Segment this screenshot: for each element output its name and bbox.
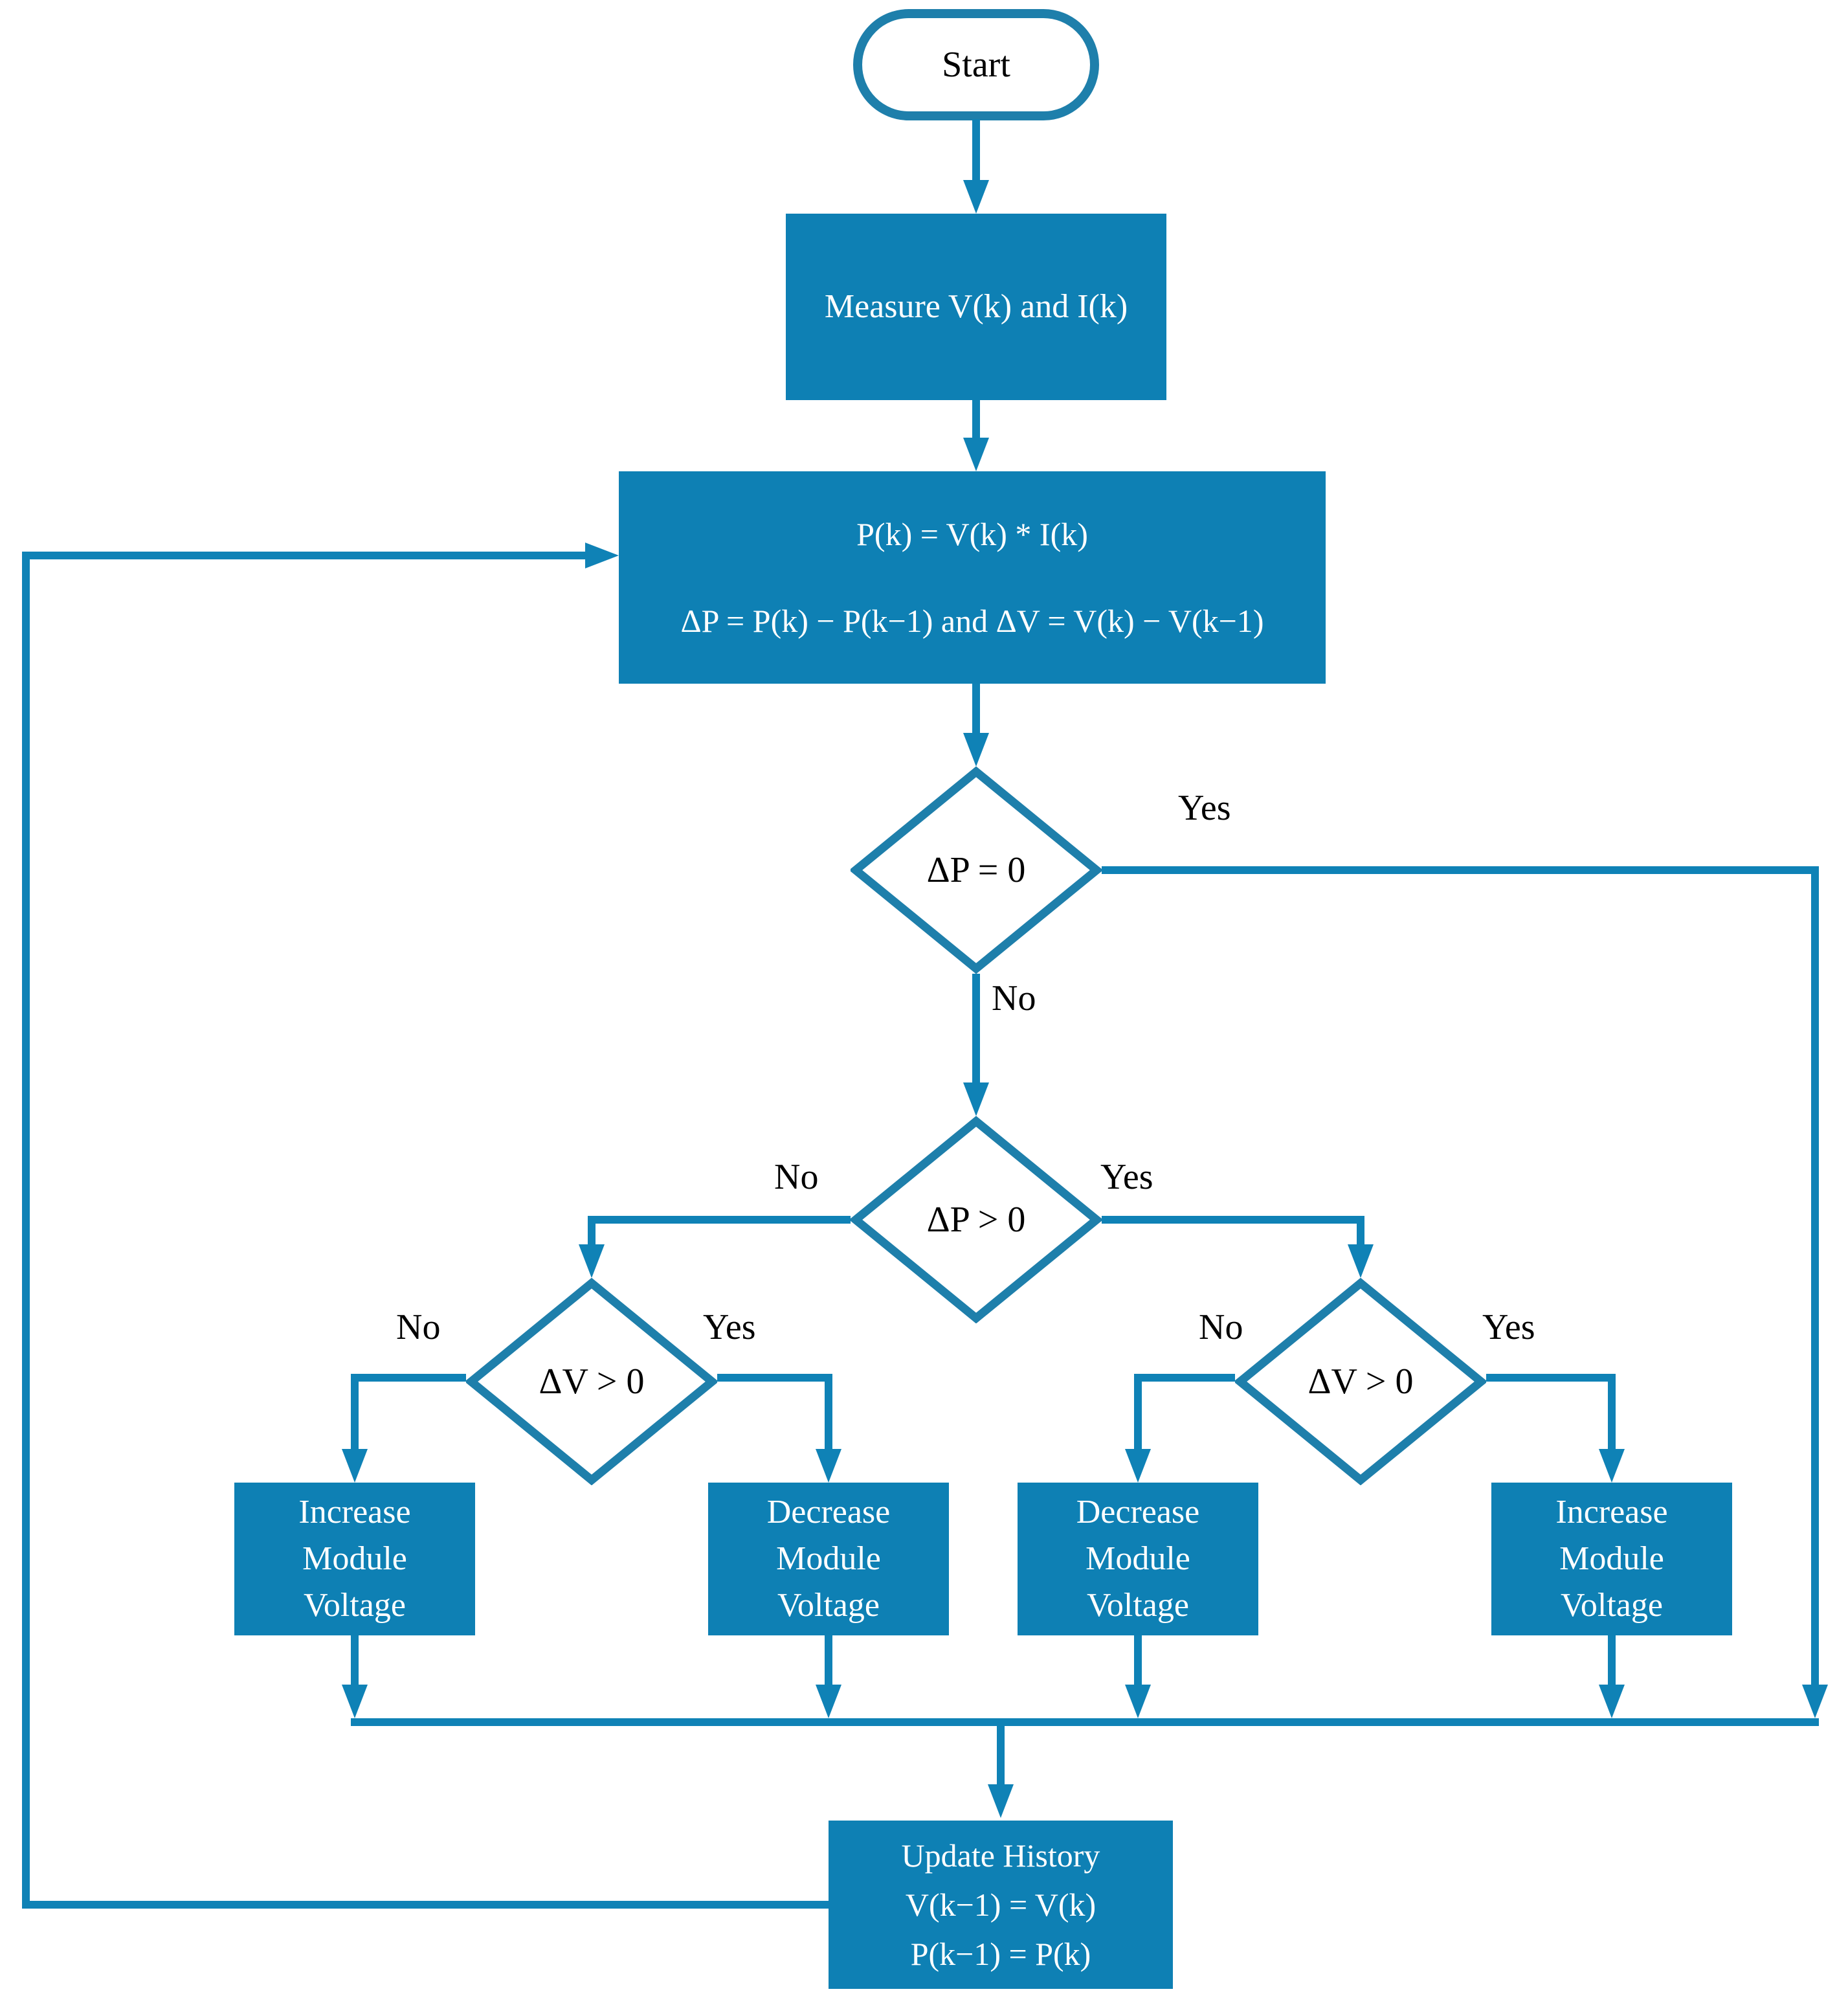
decision-dv-right: ΔV > 0	[1235, 1278, 1486, 1485]
diamond-shape	[1235, 1278, 1486, 1485]
action-line: Voltage	[1561, 1587, 1663, 1624]
edge-dppos-yes-horizontal	[1102, 1216, 1361, 1224]
edge-action2-merge	[825, 1635, 832, 1685]
compute-line-1: P(k) = V(k) * I(k)	[856, 516, 1088, 553]
measure-label: Measure V(k) and I(k)	[824, 288, 1128, 325]
action-box-increase-voltage-1: Increase Module Voltage	[234, 1483, 475, 1635]
edge-dpzero-no	[972, 974, 980, 1082]
edge-measure-compute	[972, 400, 980, 438]
edge-dppos-no-horizontal	[592, 1216, 851, 1224]
edge-merge-update	[997, 1726, 1005, 1784]
action-line: Module	[776, 1540, 881, 1577]
edge-label-dv-right-no: No	[1199, 1307, 1243, 1347]
diamond-shape	[851, 1116, 1102, 1323]
arrowhead-action2-merge-icon	[816, 1685, 841, 1718]
arrowhead-merge-update-icon	[988, 1784, 1014, 1818]
action-line: Decrease	[766, 1494, 891, 1531]
merge-line	[351, 1718, 1819, 1726]
edge-label-dp-zero-yes: Yes	[1178, 788, 1231, 828]
edge-label-dv-right-yes: Yes	[1482, 1307, 1535, 1347]
dp-pos-label: ΔP > 0	[926, 1200, 1026, 1240]
edge-action3-merge	[1134, 1635, 1142, 1685]
edge-dpzero-yes-horizontal	[1102, 866, 1819, 874]
arrowhead-dvright-no-icon	[1125, 1449, 1151, 1483]
arrowhead-dpzero-yes-icon	[1802, 1685, 1828, 1718]
decision-dp-pos: ΔP > 0	[851, 1116, 1102, 1323]
dv-right-label: ΔV > 0	[1308, 1362, 1414, 1402]
compute-line-2: ΔP = P(k) − P(k−1) and ΔV = V(k) − V(k−1…	[680, 602, 1264, 639]
edge-label-dp-zero-no: No	[992, 978, 1036, 1018]
update-history-line: Update History	[901, 1837, 1100, 1874]
edge-label-dp-pos-no: No	[774, 1157, 819, 1197]
dp-zero-label: ΔP = 0	[926, 850, 1026, 890]
start-label: Start	[942, 45, 1010, 85]
arrowhead-action4-merge-icon	[1599, 1685, 1625, 1718]
action-box-increase-voltage-2: Increase Module Voltage	[1491, 1483, 1732, 1635]
edge-dppos-no-vertical	[588, 1216, 596, 1244]
edge-dpzero-yes-vertical	[1811, 866, 1819, 1685]
feedback-left-vertical	[22, 552, 30, 1909]
edge-label-dp-pos-yes: Yes	[1100, 1157, 1153, 1197]
arrowhead-dvleft-no-icon	[342, 1449, 368, 1483]
action-line: Decrease	[1076, 1494, 1200, 1531]
measure-process-box: Measure V(k) and I(k)	[786, 214, 1166, 400]
diamond-shape	[851, 767, 1102, 974]
dv-left-label: ΔV > 0	[539, 1362, 645, 1402]
update-history-line: P(k−1) = P(k)	[910, 1936, 1091, 1972]
edge-compute-dpzero	[972, 684, 980, 733]
action-line: Voltage	[304, 1587, 406, 1624]
action-line: Module	[1085, 1540, 1190, 1577]
arrowhead-action1-merge-icon	[342, 1685, 368, 1718]
edge-dvleft-no-horizontal	[355, 1374, 466, 1382]
arrowhead-dppos-no-icon	[579, 1244, 605, 1278]
arrowhead-dvright-yes-icon	[1599, 1449, 1625, 1483]
action-line: Increase	[298, 1494, 411, 1531]
arrowhead-feedback-compute-icon	[585, 543, 619, 568]
diamond-shape	[466, 1278, 717, 1485]
edge-dvleft-yes-horizontal	[717, 1374, 829, 1382]
arrowhead-dvleft-yes-icon	[816, 1449, 841, 1483]
action-line: Module	[1559, 1540, 1664, 1577]
arrowhead-action3-merge-icon	[1125, 1685, 1151, 1718]
edge-dvleft-no-vertical	[351, 1374, 359, 1449]
arrowhead-start-measure-icon	[963, 180, 989, 214]
arrowhead-dpzero-no-icon	[963, 1082, 989, 1116]
feedback-bottom-horizontal	[26, 1901, 829, 1909]
action-box-decrease-voltage-1: Decrease Module Voltage	[708, 1483, 949, 1635]
edge-label-dv-left-yes: Yes	[703, 1307, 756, 1347]
compute-process-box: P(k) = V(k) * I(k) ΔP = P(k) − P(k−1) an…	[619, 471, 1326, 684]
action-line: Module	[302, 1540, 407, 1577]
action-line: Increase	[1555, 1494, 1668, 1531]
action-line: Voltage	[1087, 1587, 1189, 1624]
arrowhead-compute-dpzero-icon	[963, 733, 989, 767]
action-line: Voltage	[777, 1587, 880, 1624]
decision-dp-zero: ΔP = 0	[851, 767, 1102, 974]
edge-dvleft-yes-vertical	[825, 1374, 832, 1449]
feedback-top-horizontal	[22, 552, 585, 559]
edge-dvright-no-vertical	[1134, 1374, 1142, 1449]
action-box-decrease-voltage-2: Decrease Module Voltage	[1018, 1483, 1258, 1635]
arrowhead-dppos-yes-icon	[1348, 1244, 1374, 1278]
edge-action4-merge	[1608, 1635, 1616, 1685]
edge-dppos-yes-vertical	[1357, 1216, 1364, 1244]
edge-action1-merge	[351, 1635, 359, 1685]
arrowhead-measure-compute-icon	[963, 438, 989, 471]
update-history-line: V(k−1) = V(k)	[905, 1887, 1097, 1923]
update-history-box: Update History V(k−1) = V(k) P(k−1) = P(…	[829, 1821, 1173, 1989]
edge-dvright-yes-vertical	[1608, 1374, 1616, 1449]
edge-start-measure	[972, 119, 980, 180]
edge-dvright-no-horizontal	[1138, 1374, 1235, 1382]
edge-label-dv-left-no: No	[396, 1307, 441, 1347]
decision-dv-left: ΔV > 0	[466, 1278, 717, 1485]
start-terminator: Start	[853, 9, 1099, 120]
edge-dvright-yes-horizontal	[1486, 1374, 1612, 1382]
